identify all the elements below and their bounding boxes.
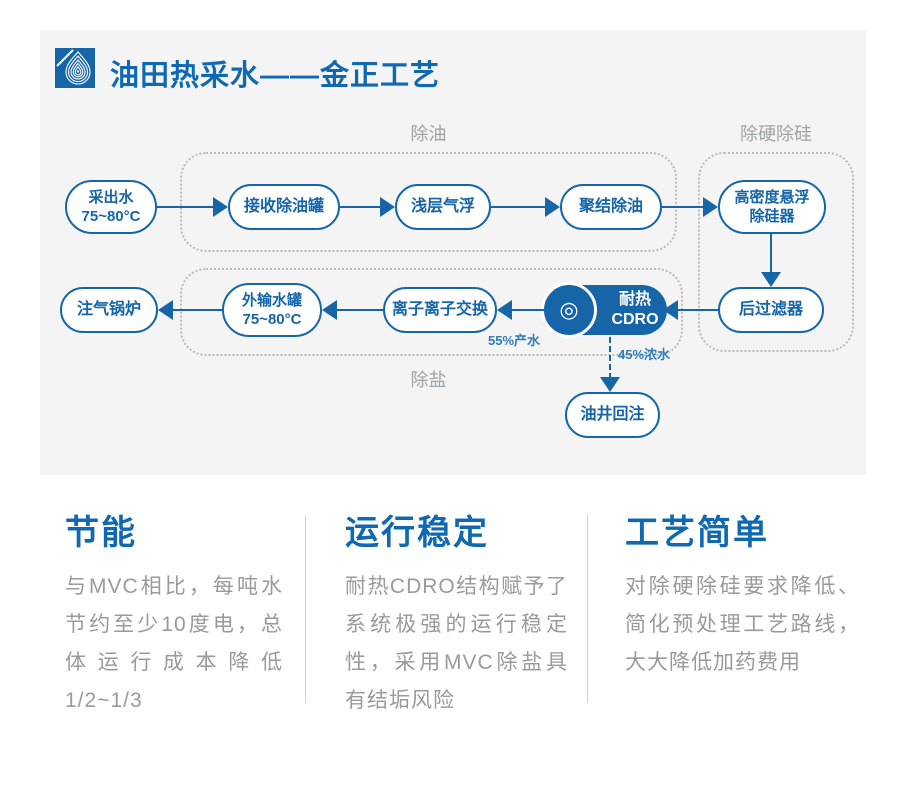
node-high-density-desilicizer: 高密度悬浮 除硅器: [718, 180, 826, 234]
group-label-hardness-silicon: 除硬除硅: [740, 124, 812, 144]
arrow-head: [322, 300, 337, 320]
arrow-shaft: [662, 206, 705, 208]
feature-title: 运行稳定: [345, 514, 489, 552]
arrow-head: [545, 197, 560, 217]
arrow-head: [703, 197, 718, 217]
node-gas-injection-boiler: 注气锅炉: [60, 287, 158, 333]
arrow-head: [380, 197, 395, 217]
arrow-coalescing-to-desilicizer: [662, 197, 718, 217]
arrow-shaft: [510, 309, 545, 311]
diagram-panel: 油田热采水——金正工艺 除油 除硬除硅 除盐 采出水 75~80°C 接收除油罐…: [40, 30, 866, 475]
arrow-shaft: [340, 206, 382, 208]
node-heat-resistant-cdro: ◎ 耐热CDRO: [541, 282, 667, 338]
node-export-water-tank: 外输水罐 75~80°C: [222, 283, 322, 337]
arrow-head: [600, 377, 620, 392]
arrow-produced-to-receiving: [157, 197, 228, 217]
feature-divider: [587, 515, 588, 703]
label-concentrated-water: 45%浓水: [618, 347, 671, 362]
feature-title: 工艺简单: [625, 514, 769, 552]
arrow-desilicizer-to-postfilter: [761, 234, 781, 287]
arrow-shaft: [171, 309, 222, 311]
node-shallow-air-flotation: 浅层气浮: [395, 184, 491, 230]
feature-simple-process: 工艺简单 对除硬除硅要求降低、简化预处理工艺路线，大大降低加药费用: [625, 505, 860, 682]
feature-energy-saving: 节能 与MVC相比，每吨水节约至少10度电，总体运行成本降低1/2~1/3: [65, 505, 283, 720]
arrow-shaft: [770, 234, 772, 274]
label-product-water: 55%产水: [488, 333, 541, 348]
arrow-head: [158, 300, 173, 320]
node-coalescing-deoiling: 聚结除油: [560, 184, 662, 230]
feature-body: 与MVC相比，每吨水节约至少10度电，总体运行成本降低1/2~1/3: [65, 575, 283, 712]
group-label-deoiling: 除油: [410, 124, 447, 144]
arrow-shaft: [491, 206, 547, 208]
feature-body: 耐热CDRO结构赋予了系统极强的运行稳定性，采用MVC除盐具有结垢风险: [345, 575, 568, 712]
arrow-cdro-to-reinjection: [600, 337, 620, 392]
arrow-shaft: [609, 337, 611, 379]
cdro-label: 耐热CDRO: [611, 291, 659, 328]
arrow-head: [761, 272, 781, 287]
arrow-postfilter-to-cdro: [663, 300, 718, 320]
arrow-exporttank-to-boiler: [158, 300, 222, 320]
arrow-shaft: [676, 309, 718, 311]
group-box-deoiling: [180, 152, 677, 252]
arrow-flotation-to-coalescing: [491, 197, 560, 217]
node-receiving-deoiling-tank: 接收除油罐: [228, 184, 340, 230]
arrow-head: [663, 300, 678, 320]
arrow-head: [497, 300, 512, 320]
node-ion-exchange: 离子离子交换: [383, 287, 497, 333]
arrow-head: [213, 197, 228, 217]
cdro-membrane-icon: ◎: [541, 282, 597, 338]
water-drop-logo-icon: [55, 48, 95, 88]
group-box-desalting: [180, 268, 683, 356]
node-post-filter: 后过滤器: [718, 287, 824, 333]
arrow-cdro-to-ionexchange: [497, 300, 545, 320]
feature-stable-operation: 运行稳定 耐热CDRO结构赋予了系统极强的运行稳定性，采用MVC除盐具有结垢风险: [345, 505, 568, 720]
arrow-receiving-to-flotation: [340, 197, 395, 217]
node-well-reinjection: 油井回注: [565, 392, 660, 438]
group-label-desalting: 除盐: [410, 370, 447, 390]
feature-title: 节能: [65, 514, 137, 552]
feature-divider: [305, 515, 306, 703]
group-box-hardness-silicon: [698, 152, 854, 352]
node-produced-water: 采出水 75~80°C: [65, 180, 157, 234]
arrow-ionexchange-to-exporttank: [322, 300, 383, 320]
arrow-shaft: [335, 309, 383, 311]
page-title: 油田热采水——金正工艺: [110, 60, 441, 92]
arrow-shaft: [157, 206, 215, 208]
feature-body: 对除硬除硅要求降低、简化预处理工艺路线，大大降低加药费用: [625, 575, 860, 674]
